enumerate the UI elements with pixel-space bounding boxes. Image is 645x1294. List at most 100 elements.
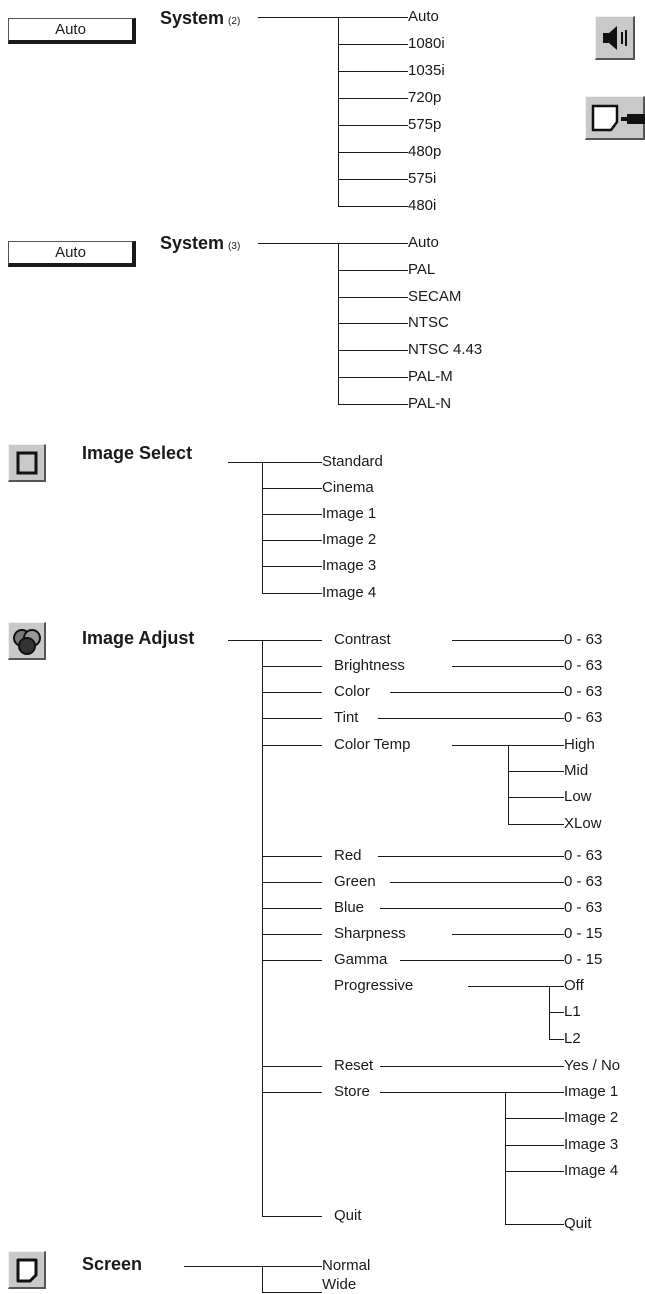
progressive-l2[interactable]: L2 [564, 1030, 581, 1047]
image-adjust-progressive[interactable]: Progressive [334, 977, 414, 994]
system2-item-auto[interactable]: Auto [408, 8, 439, 25]
image-select-glyph [16, 451, 38, 475]
image-adjust-title: Image Adjust [82, 628, 195, 648]
image-adjust-reset[interactable]: Reset [334, 1057, 374, 1074]
screen-title: Screen [82, 1254, 143, 1274]
system3-item-secam[interactable]: SECAM [408, 288, 462, 305]
system3-item-ntsc[interactable]: NTSC [408, 314, 449, 331]
connector [390, 692, 564, 693]
store-image3[interactable]: Image 3 [564, 1136, 619, 1153]
image-select-item-standard[interactable]: Standard [322, 453, 383, 470]
connector [262, 692, 322, 693]
color-temp-xlow[interactable]: XLow [564, 815, 602, 832]
store-image1[interactable]: Image 1 [564, 1083, 619, 1100]
image-adjust-brightness[interactable]: Brightness [334, 657, 405, 674]
connector [262, 960, 322, 961]
image-adjust-quit[interactable]: Quit [334, 1207, 362, 1224]
connector [380, 1092, 564, 1093]
connector [262, 908, 322, 909]
store-quit[interactable]: Quit [564, 1215, 592, 1232]
screen-item-wide[interactable]: Wide [322, 1276, 357, 1293]
system3-title-text: System [160, 233, 225, 253]
system3-auto-button[interactable]: Auto [8, 241, 136, 267]
color-temp-high[interactable]: High [564, 736, 595, 753]
image-adjust-contrast[interactable]: Contrast [334, 631, 391, 648]
system2-item-575i[interactable]: 575i [408, 170, 437, 187]
connector [452, 640, 564, 641]
sharpness-range: 0 - 15 [564, 925, 603, 942]
system3-item-paln[interactable]: PAL-N [408, 395, 452, 412]
system2-auto-button[interactable]: Auto [8, 18, 136, 44]
contrast-range: 0 - 63 [564, 631, 603, 648]
connector [505, 1171, 564, 1172]
progressive-off[interactable]: Off [564, 977, 584, 994]
image-select-item-image1[interactable]: Image 1 [322, 505, 377, 522]
connector [338, 270, 408, 271]
connector [262, 540, 322, 541]
connector [262, 462, 263, 593]
image-select-item-image3[interactable]: Image 3 [322, 557, 377, 574]
store-image4[interactable]: Image 4 [564, 1162, 619, 1179]
connector [262, 1066, 322, 1067]
image-adjust-icon[interactable] [8, 622, 46, 660]
image-adjust-red[interactable]: Red [334, 847, 362, 864]
connector [338, 206, 408, 207]
connector [338, 350, 408, 351]
connector [508, 824, 564, 825]
image-adjust-green[interactable]: Green [334, 873, 376, 890]
image-select-item-image2[interactable]: Image 2 [322, 531, 377, 548]
system3-item-ntsc443[interactable]: NTSC 4.43 [408, 341, 483, 358]
connector [390, 882, 564, 883]
system3-item-palm[interactable]: PAL-M [408, 368, 453, 385]
image-adjust-store[interactable]: Store [334, 1083, 370, 1100]
green-range: 0 - 63 [564, 873, 603, 890]
connector [262, 745, 322, 746]
connector [505, 1145, 564, 1146]
connector [508, 745, 509, 824]
red-range: 0 - 63 [564, 847, 603, 864]
screen-icon[interactable] [8, 1251, 46, 1289]
system3-item-auto[interactable]: Auto [408, 234, 439, 251]
system2-item-575p[interactable]: 575p [408, 116, 442, 133]
connector [338, 323, 408, 324]
connector [338, 44, 408, 45]
image-adjust-color-temp[interactable]: Color Temp [334, 736, 411, 753]
image-select-icon[interactable] [8, 444, 46, 482]
speaker-icon[interactable] [595, 16, 635, 60]
connector [380, 1066, 564, 1067]
connector [508, 797, 564, 798]
system2-item-1080i[interactable]: 1080i [408, 35, 445, 52]
screen-item-normal[interactable]: Normal [322, 1257, 371, 1274]
connector [228, 462, 322, 463]
image-adjust-gamma[interactable]: Gamma [334, 951, 388, 968]
image-adjust-color[interactable]: Color [334, 683, 370, 700]
system2-item-480p[interactable]: 480p [408, 143, 442, 160]
tint-range: 0 - 63 [564, 709, 603, 726]
store-image2[interactable]: Image 2 [564, 1109, 619, 1126]
progressive-l1[interactable]: L1 [564, 1003, 581, 1020]
image-adjust-sharpness[interactable]: Sharpness [334, 925, 406, 942]
connector [338, 125, 408, 126]
connector [505, 1224, 564, 1225]
connector [549, 1012, 564, 1013]
connector [378, 718, 564, 719]
connector [452, 666, 564, 667]
connector [338, 179, 408, 180]
system2-item-1035i[interactable]: 1035i [408, 62, 445, 79]
image-select-item-image4[interactable]: Image 4 [322, 584, 377, 601]
reset-options[interactable]: Yes / No [564, 1057, 621, 1074]
system2-item-720p[interactable]: 720p [408, 89, 442, 106]
connector [262, 856, 322, 857]
color-temp-mid[interactable]: Mid [564, 762, 589, 779]
setting-glyph [591, 104, 645, 132]
system2-item-480i[interactable]: 480i [408, 197, 437, 214]
system3-item-pal[interactable]: PAL [408, 261, 436, 278]
color-temp-low[interactable]: Low [564, 788, 592, 805]
image-select-item-cinema[interactable]: Cinema [322, 479, 374, 496]
setting-icon[interactable] [585, 96, 645, 140]
image-adjust-blue[interactable]: Blue [334, 899, 365, 916]
image-adjust-tint[interactable]: Tint [334, 709, 359, 726]
connector [262, 1216, 322, 1217]
system2-title-note: (2) [228, 16, 241, 27]
connector [262, 640, 263, 1216]
